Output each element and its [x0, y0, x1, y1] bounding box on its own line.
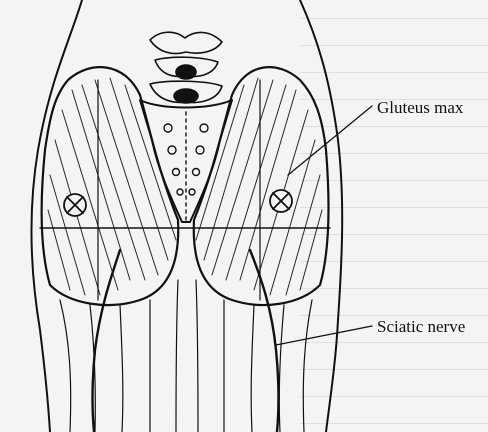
sciatic-nerve-right [250, 250, 278, 432]
vertebrae [150, 32, 222, 103]
injection-marker-left [64, 194, 86, 216]
injection-marker-right [270, 190, 292, 212]
leader-line-sciatic [276, 326, 372, 345]
sacral-foramina [164, 112, 208, 220]
label-sciatic-nerve: Sciatic nerve [377, 318, 465, 335]
label-gluteus-max: Gluteus max [377, 99, 463, 116]
gluteus-right-fibers [196, 78, 322, 295]
body-outline-right [300, 0, 342, 432]
gluteus-left-fibers [48, 78, 176, 295]
sciatic-nerve-left [93, 250, 120, 432]
hamstrings [60, 280, 312, 432]
leader-line-gluteus [288, 106, 372, 175]
